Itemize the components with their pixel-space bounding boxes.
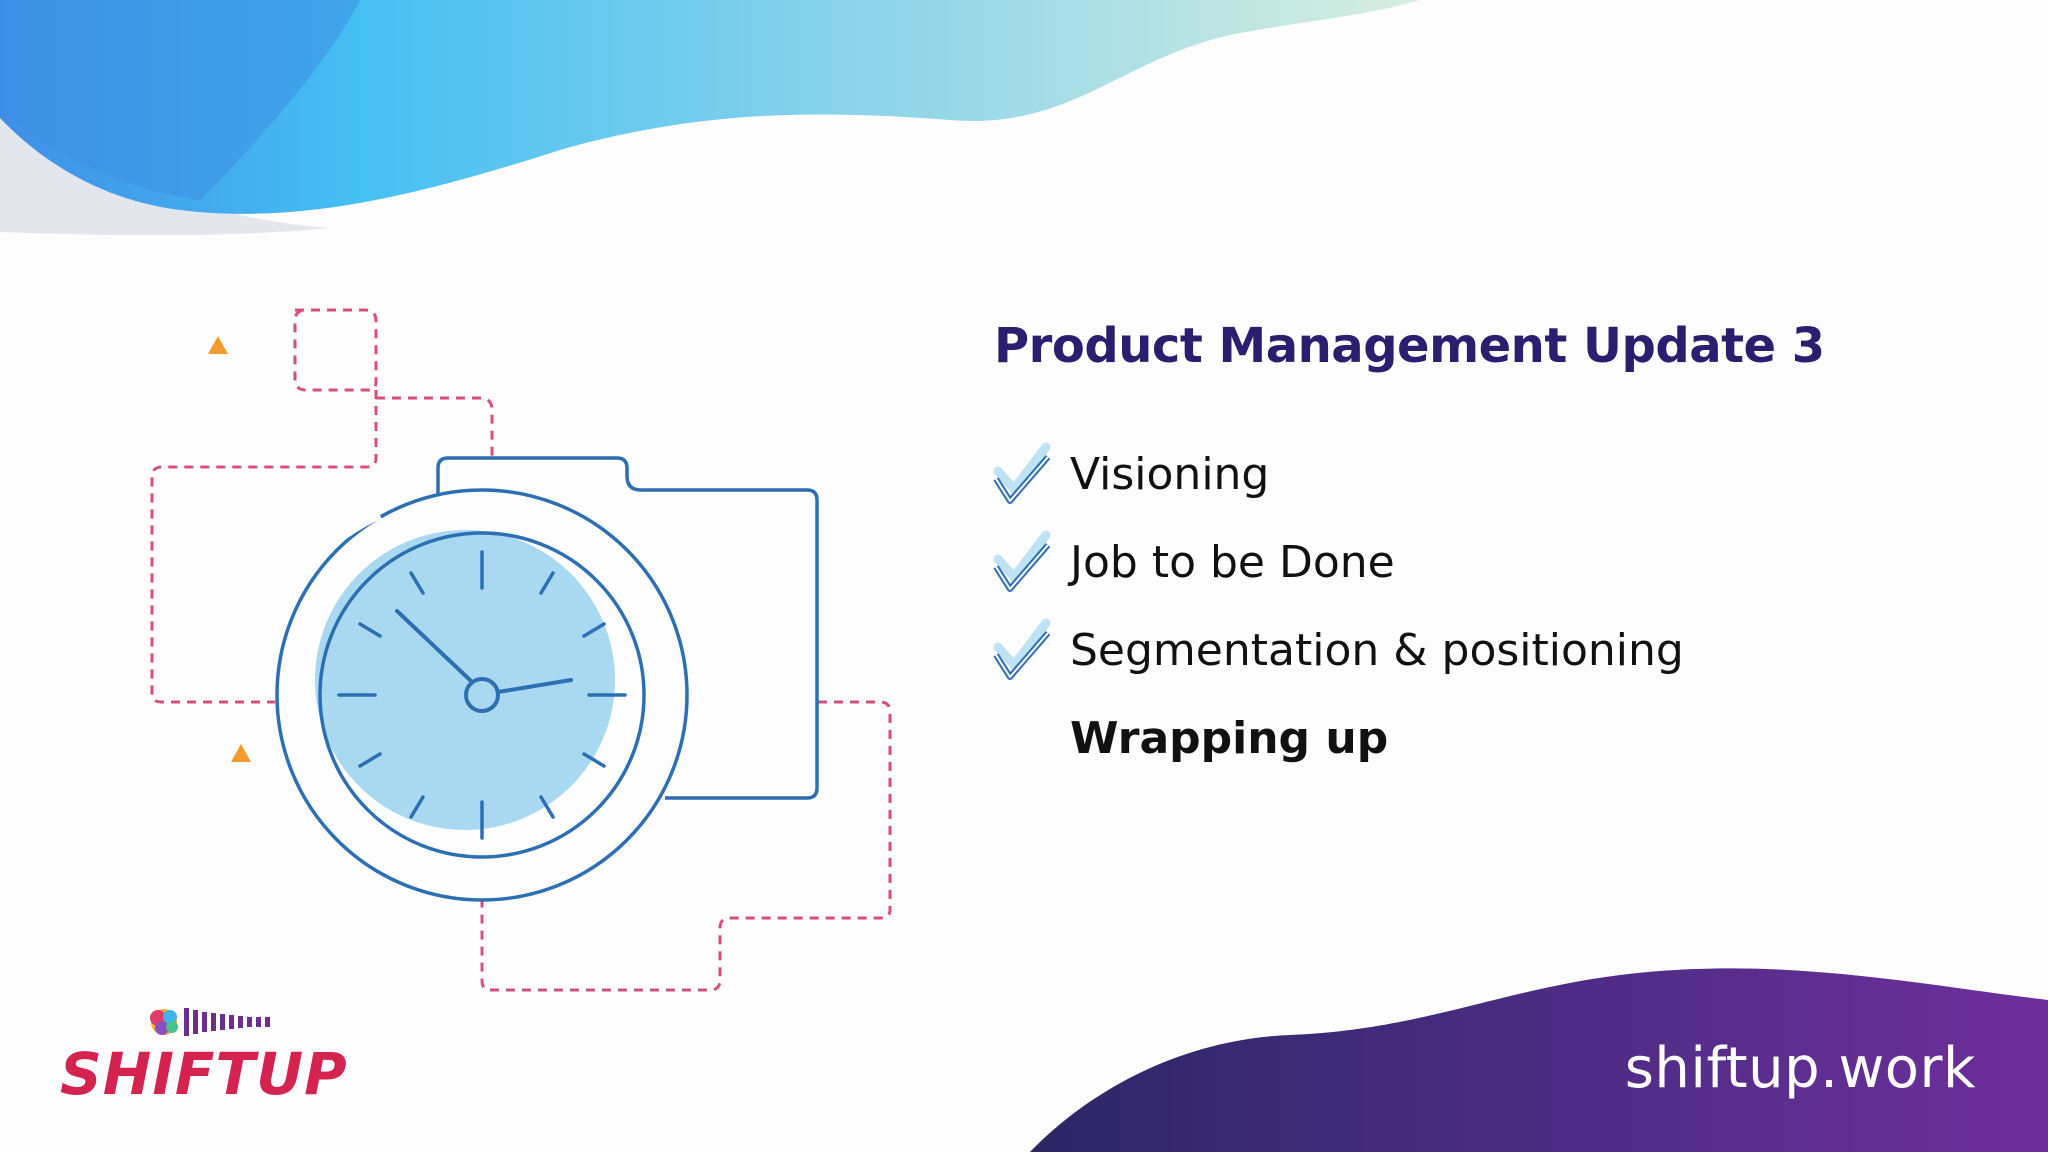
stopwatch-face-fill [315,530,615,830]
stopwatch-illustration [150,308,892,992]
top-wave-shadow [0,110,330,236]
check-double-icon [993,530,1051,592]
agenda-label: Segmentation & positioning [1070,624,1684,676]
stopwatch-inner-ring [318,531,646,859]
agenda-item-visioning: Visioning [990,430,1684,518]
check-spacer [990,703,1054,773]
stopwatch-center [464,677,500,713]
top-wave [0,0,1420,214]
agenda-item-jtbd: Job to be Done [990,518,1684,606]
dashed-path [150,308,892,992]
agenda-label: Visioning [1070,448,1270,500]
triangle-decor-3 [231,744,251,762]
bottom-wave [1030,968,2048,1152]
agenda-label-current: Wrapping up [1070,712,1389,764]
logo-swirl-icon [150,1008,270,1036]
agenda-label: Job to be Done [1070,536,1395,588]
logo-text: SHIFTUP [60,1040,348,1108]
triangle-decor-1 [208,336,228,354]
slide-title: Product Management Update 3 [994,318,1825,374]
agenda-list: Visioning Job to be Done Segmentation & … [990,430,1684,782]
agenda-item-wrapping-up: Wrapping up [990,694,1684,782]
website-url: shiftup.work [1624,1036,1976,1101]
stopwatch-ticks [337,550,627,840]
stopwatch-hands [395,609,573,694]
check-double-icon [993,618,1051,680]
shiftup-logo: SHIFTUP [60,1000,350,1110]
agenda-item-segmentation: Segmentation & positioning [990,606,1684,694]
check-double-icon [993,442,1051,504]
top-wave-highlight [0,0,360,200]
